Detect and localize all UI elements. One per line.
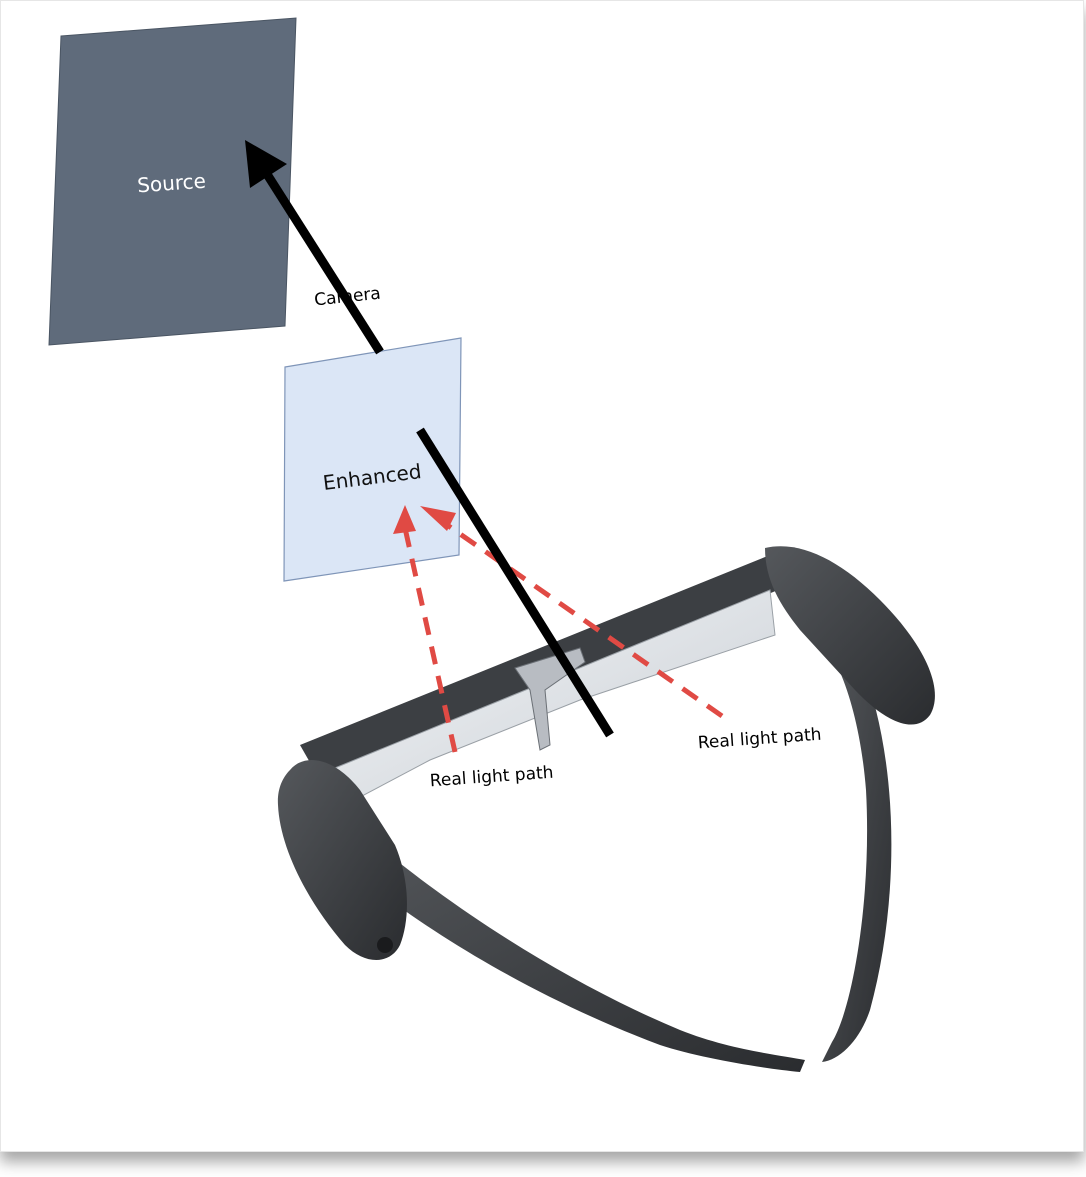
source-panel — [48, 17, 297, 346]
light-path-left-arrowhead — [393, 505, 416, 534]
camera-label: Camera — [313, 284, 381, 311]
right-display-housing — [765, 546, 935, 725]
camera-arrowhead — [245, 140, 287, 188]
light-path-left — [402, 527, 458, 753]
right-temple-arm — [822, 660, 892, 1062]
source-label: Source — [136, 169, 206, 198]
real-light-path-label-right: Real light path — [697, 725, 822, 754]
enhanced-panel — [283, 337, 462, 582]
light-path-right-arrowhead — [420, 506, 456, 531]
real-light-path-label-left: Real light path — [429, 763, 554, 792]
camera-arrow — [254, 157, 384, 355]
ar-glasses — [277, 546, 935, 1072]
left-temple-arm — [340, 830, 805, 1072]
display-axis-line — [416, 427, 614, 738]
left-display-housing — [277, 759, 407, 960]
camera-lens-icon — [377, 937, 393, 953]
light-path-right — [438, 517, 724, 719]
